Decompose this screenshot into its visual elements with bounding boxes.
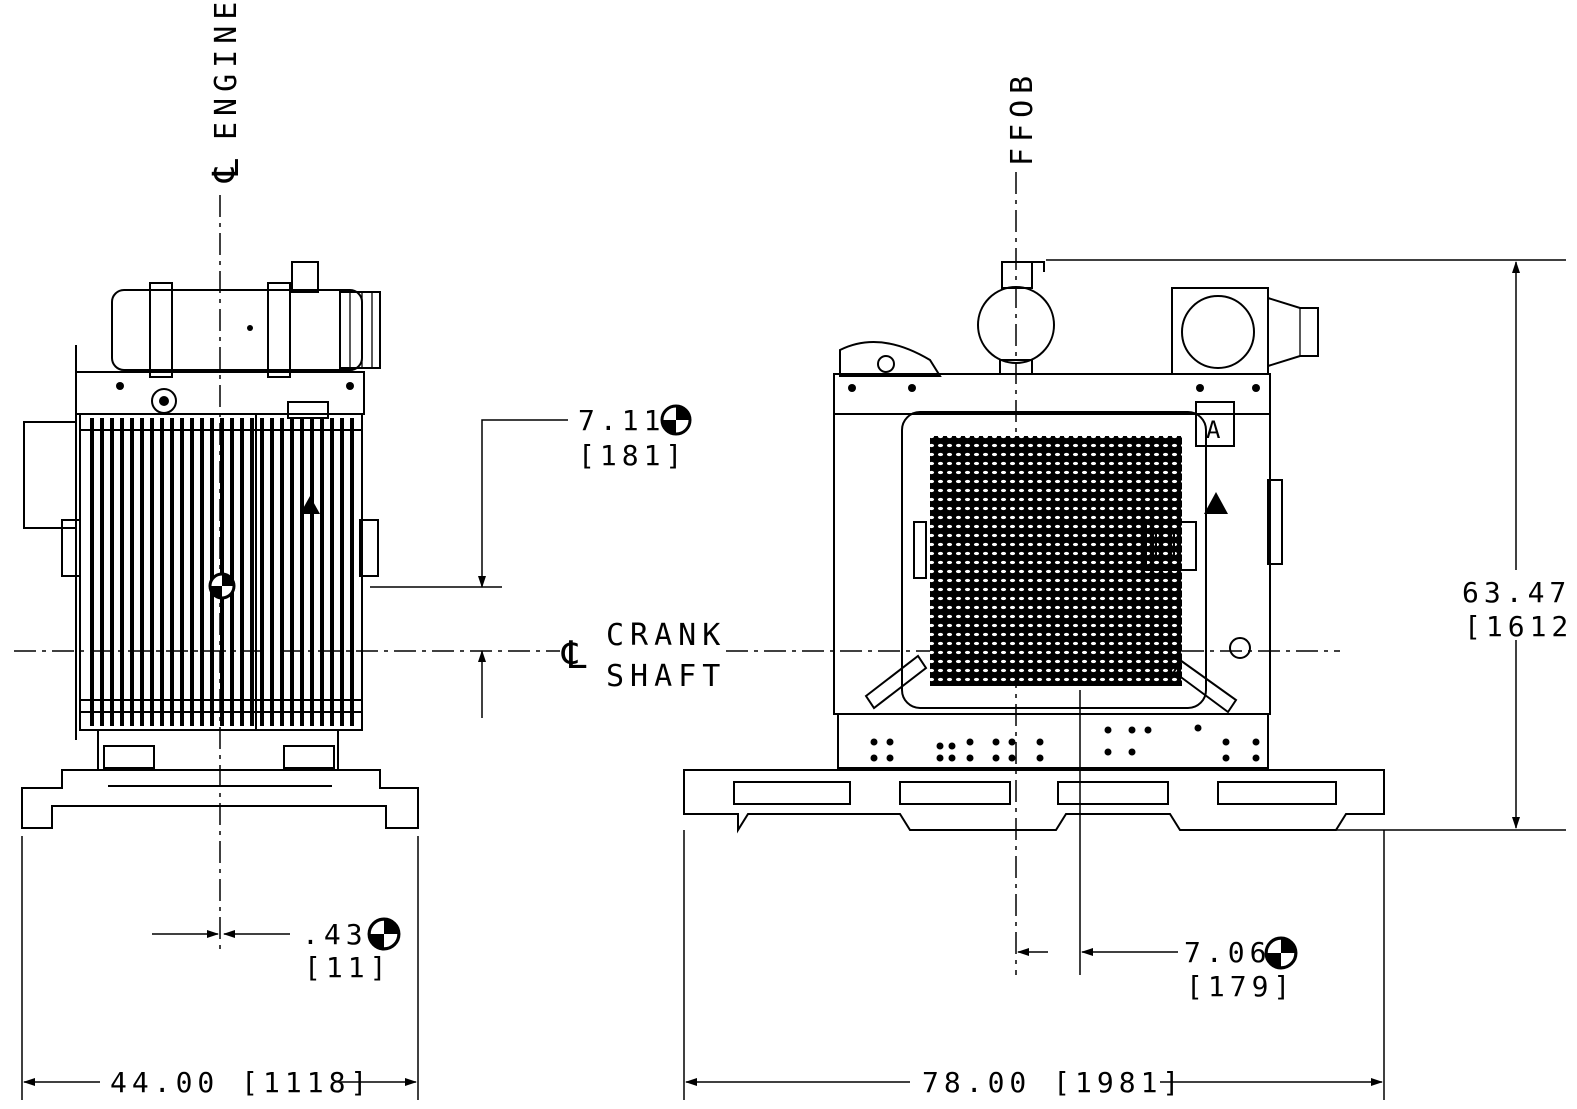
engine-label: ENGINE	[209, 0, 244, 140]
overall-height-mm: [1612]	[1464, 610, 1577, 643]
muffler-front	[111, 261, 381, 378]
cg-lateral-in: .43	[302, 918, 368, 951]
section-marker-box	[1195, 401, 1235, 447]
cg-longitudinal-dimension	[1017, 690, 1178, 975]
overall-length-dimension	[683, 830, 1385, 1100]
overall-height-in: 63.47	[1462, 576, 1571, 609]
centerline-symbol-engine: ℄	[206, 159, 247, 183]
base-skid-side	[683, 769, 1385, 834]
base-strip	[837, 713, 1269, 769]
cg-symbol-icon	[660, 404, 692, 436]
front-view	[21, 195, 419, 955]
cg-height-mm: [181]	[578, 439, 687, 472]
top-plate-side	[833, 373, 1271, 415]
cg-longitudinal-mm: [179]	[1186, 970, 1295, 1003]
cg-symbol-icon	[1264, 936, 1298, 970]
crank-label: CRANK	[606, 618, 726, 653]
centerline-symbol-crank: ℄	[561, 633, 587, 677]
base-skid-front	[21, 729, 419, 829]
cg-height-dimension	[370, 419, 568, 718]
cg-symbol-icon	[367, 917, 401, 951]
cg-height-in: 7.11	[578, 404, 665, 437]
ffob-label: FFOB	[1005, 70, 1040, 166]
cg-lateral-mm: [11]	[304, 951, 391, 984]
side-panel	[23, 421, 77, 529]
section-marker: A	[1206, 416, 1221, 444]
overall-height-dimension	[1046, 259, 1566, 831]
overall-width-label: 44.00 [1118]	[110, 1066, 372, 1099]
radiator-grille-front	[79, 401, 363, 731]
overall-length-label: 78.00 [1981]	[922, 1066, 1184, 1099]
air-cleaner	[1171, 287, 1319, 375]
cg-longitudinal-in: 7.06	[1184, 936, 1271, 969]
handle-left	[864, 654, 928, 710]
lifting-bracket	[839, 341, 942, 377]
overall-width-dimension	[21, 836, 419, 1100]
side-view: A	[683, 172, 1385, 975]
radiator-grille-side	[930, 436, 1182, 686]
shaft-label: SHAFT	[606, 659, 726, 694]
handle-right	[1172, 658, 1238, 714]
